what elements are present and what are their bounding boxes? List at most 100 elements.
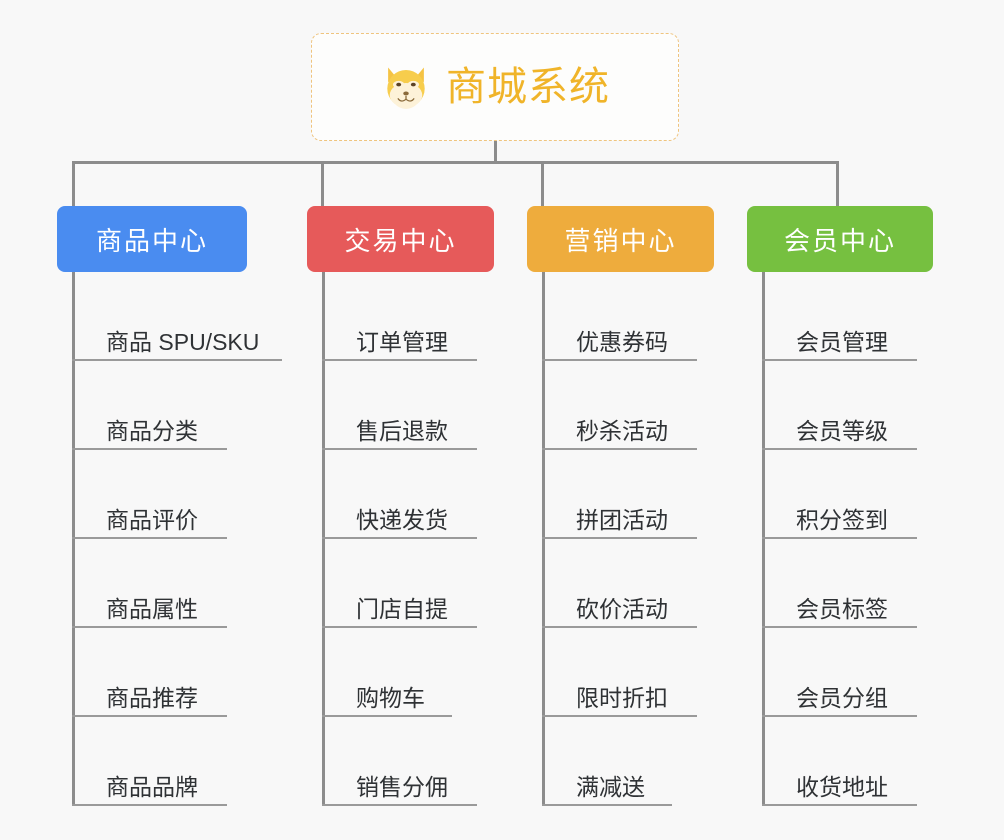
leaf-label: 商品评价	[106, 506, 198, 533]
category-column-3: 营销中心 优惠券码 秒杀活动 拼团活动 砍价活动 限时折扣	[527, 206, 714, 806]
list-item[interactable]: 商品品牌	[72, 717, 247, 806]
connector-drop-3	[541, 161, 544, 206]
list-item[interactable]: 会员分组	[762, 628, 933, 717]
leaf-underline	[72, 626, 227, 628]
leaf-label: 会员标签	[796, 595, 888, 622]
connector-drop-1	[72, 161, 75, 206]
leaf-label: 收货地址	[796, 773, 888, 800]
category-node-1[interactable]: 商品中心	[57, 206, 247, 272]
list-item[interactable]: 商品 SPU/SKU	[72, 272, 282, 361]
leaf-underline	[542, 626, 697, 628]
list-item[interactable]: 拼团活动	[542, 450, 714, 539]
leaf-label: 购物车	[356, 684, 425, 711]
root-node[interactable]: 商城系统	[311, 33, 679, 141]
child-list-3: 优惠券码 秒杀活动 拼团活动 砍价活动 限时折扣 满减送	[542, 272, 714, 806]
leaf-label: 销售分佣	[356, 773, 448, 800]
leaf-label: 商品推荐	[106, 684, 198, 711]
category-node-3[interactable]: 营销中心	[527, 206, 714, 272]
list-item[interactable]: 商品推荐	[72, 628, 247, 717]
list-item[interactable]: 会员等级	[762, 361, 933, 450]
leaf-underline	[72, 804, 227, 806]
leaf-label: 订单管理	[356, 328, 448, 355]
leaf-label: 会员管理	[796, 328, 888, 355]
leaf-underline	[322, 626, 477, 628]
leaf-underline	[322, 448, 477, 450]
category-label-1: 商品中心	[95, 225, 208, 256]
list-item[interactable]: 优惠券码	[542, 272, 714, 361]
leaf-label: 积分签到	[796, 506, 888, 533]
list-item[interactable]: 满减送	[542, 717, 714, 806]
child-list-2: 订单管理 售后退款 快递发货 门店自提 购物车 销售分佣	[322, 272, 494, 806]
category-label-4: 会员中心	[783, 225, 896, 256]
child-list-1: 商品 SPU/SKU 商品分类 商品评价 商品属性 商品推荐 商品品牌	[72, 272, 282, 806]
leaf-label: 限时折扣	[576, 684, 668, 711]
category-column-4: 会员中心 会员管理 会员等级 积分签到 会员标签 会员分组	[747, 206, 933, 806]
leaf-label: 砍价活动	[576, 595, 668, 622]
leaf-underline	[542, 715, 697, 717]
list-item[interactable]: 会员标签	[762, 539, 933, 628]
shiba-dog-emoji	[387, 67, 425, 109]
leaf-label: 满减送	[576, 773, 645, 800]
leaf-underline	[542, 359, 697, 361]
connector-drop-2	[321, 161, 324, 206]
connector-bus	[72, 161, 839, 164]
leaf-label: 商品属性	[106, 595, 198, 622]
list-item[interactable]: 商品评价	[72, 450, 247, 539]
leaf-underline	[322, 359, 477, 361]
leaf-underline	[762, 715, 917, 717]
list-item[interactable]: 限时折扣	[542, 628, 714, 717]
list-item[interactable]: 秒杀活动	[542, 361, 714, 450]
leaf-label: 售后退款	[356, 417, 448, 444]
leaf-underline	[322, 537, 477, 539]
connector-spine-2	[322, 272, 325, 806]
leaf-label: 会员分组	[796, 684, 888, 711]
leaf-underline	[322, 715, 452, 717]
category-column-2: 交易中心 订单管理 售后退款 快递发货 门店自提 购物车	[307, 206, 494, 806]
category-label-3: 营销中心	[564, 225, 677, 256]
leaf-label: 快递发货	[356, 506, 448, 533]
leaf-label: 会员等级	[796, 417, 888, 444]
list-item[interactable]: 会员管理	[762, 272, 933, 361]
leaf-label: 门店自提	[356, 595, 448, 622]
leaf-label: 商品品牌	[106, 773, 198, 800]
connector-spine-1	[72, 272, 75, 806]
leaf-underline	[762, 626, 917, 628]
leaf-underline	[762, 359, 917, 361]
list-item[interactable]: 积分签到	[762, 450, 933, 539]
category-node-2[interactable]: 交易中心	[307, 206, 494, 272]
leaf-underline	[72, 715, 227, 717]
list-item[interactable]: 订单管理	[322, 272, 494, 361]
category-node-4[interactable]: 会员中心	[747, 206, 933, 272]
leaf-underline	[72, 359, 282, 361]
list-item[interactable]: 快递发货	[322, 450, 494, 539]
leaf-underline	[72, 537, 227, 539]
child-list-4: 会员管理 会员等级 积分签到 会员标签 会员分组 收货地址	[762, 272, 933, 806]
category-label-2: 交易中心	[344, 225, 457, 256]
leaf-label: 优惠券码	[576, 328, 668, 355]
list-item[interactable]: 砍价活动	[542, 539, 714, 628]
list-item[interactable]: 商品属性	[72, 539, 247, 628]
connector-drop-4	[836, 161, 839, 206]
leaf-underline	[762, 537, 917, 539]
list-item[interactable]: 购物车	[322, 628, 494, 717]
leaf-underline	[542, 804, 672, 806]
leaf-underline	[542, 537, 697, 539]
leaf-underline	[762, 448, 917, 450]
list-item[interactable]: 商品分类	[72, 361, 247, 450]
connector-trunk	[494, 141, 497, 164]
leaf-underline	[542, 448, 697, 450]
leaf-underline	[72, 448, 227, 450]
list-item[interactable]: 销售分佣	[322, 717, 494, 806]
list-item[interactable]: 售后退款	[322, 361, 494, 450]
category-column-1: 商品中心 商品 SPU/SKU 商品分类 商品评价 商品属性 商品推荐	[57, 206, 282, 806]
root-title: 商城系统	[446, 65, 610, 109]
leaf-label: 拼团活动	[576, 506, 668, 533]
leaf-label: 商品分类	[106, 417, 198, 444]
list-item[interactable]: 门店自提	[322, 539, 494, 628]
connector-spine-4	[762, 272, 765, 806]
leaf-underline	[322, 804, 477, 806]
list-item[interactable]: 收货地址	[762, 717, 933, 806]
leaf-label: 秒杀活动	[576, 417, 668, 444]
leaf-label: 商品 SPU/SKU	[106, 328, 260, 355]
